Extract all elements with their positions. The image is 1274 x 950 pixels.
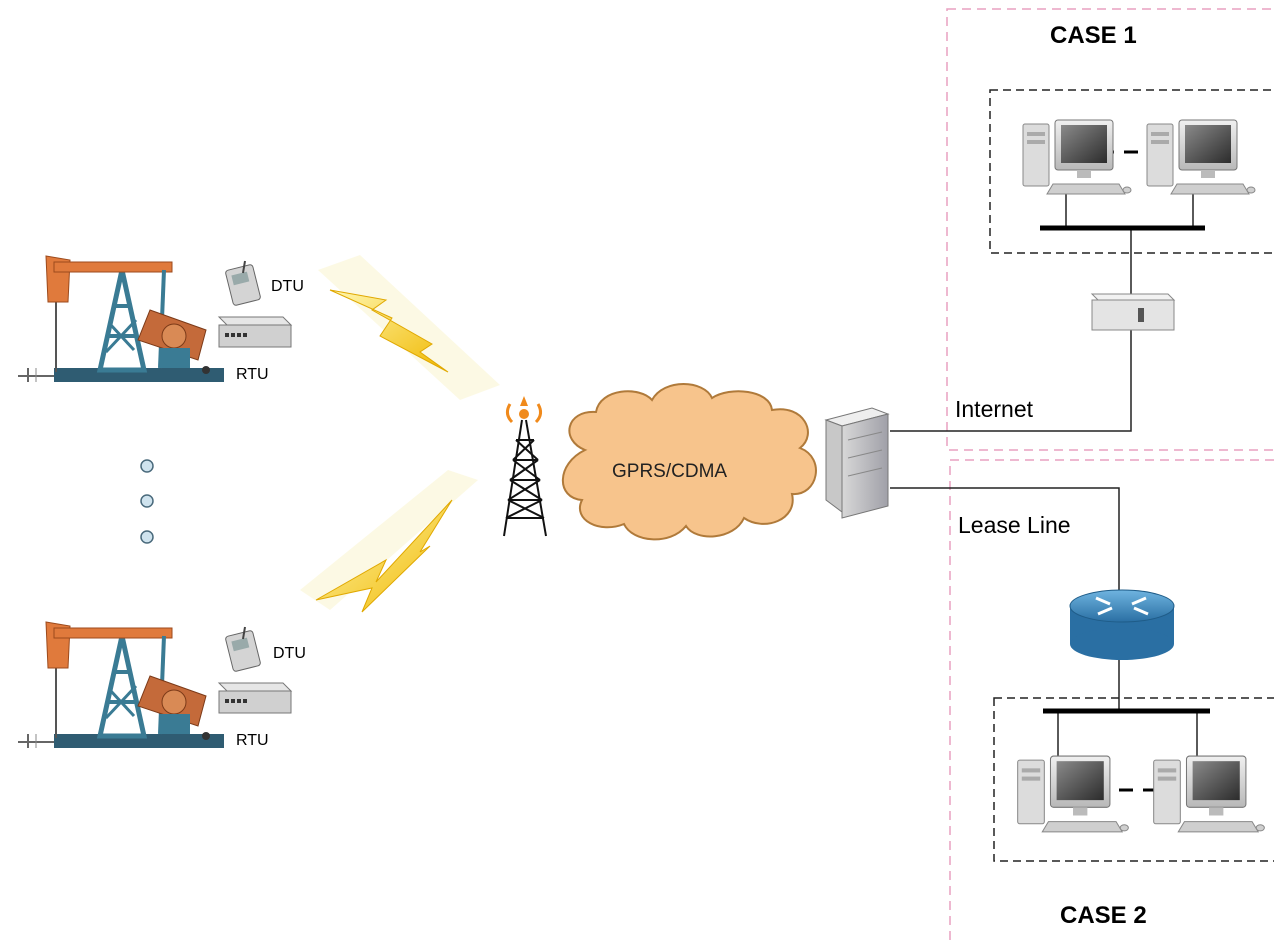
rtu-label-1: RTU [236,366,269,383]
ellipsis-dots-icon [140,459,154,544]
dtu-rtu-2-icon [217,625,293,715]
router-icon [1069,589,1175,660]
case1-title: CASE 1 [1050,22,1137,49]
case1-computer-2-icon [1146,119,1256,195]
dtu-label-2: DTU [273,645,306,662]
rtu-label-2: RTU [236,732,269,749]
gprs-cdma-cloud [561,383,817,541]
dtu-rtu-1-icon [217,259,293,349]
pump-jack-1-icon [18,256,224,382]
case2-computer-1-icon [1017,755,1129,833]
server-icon [824,407,890,519]
wireless-link-2-icon [300,470,478,613]
cell-tower-icon [503,419,547,537]
pump-jack-2-icon [18,622,224,748]
wireless-link-1-icon [318,255,500,400]
case2-title: CASE 2 [1060,902,1147,929]
antenna-signal-icon [505,396,543,424]
case2-computer-2-icon [1153,755,1265,833]
cloud-label: GPRS/CDMA [612,461,728,482]
dtu-label-1: DTU [271,278,304,295]
modem-icon [1090,293,1176,331]
case2-lan-box [993,697,1274,862]
case1-region [946,8,1274,451]
lease-line-label: Lease Line [958,512,1071,538]
case1-computer-1-icon [1022,119,1132,195]
internet-label: Internet [955,396,1033,422]
case2-region [949,459,1274,950]
case1-lan-box [989,89,1274,254]
connection-lines [890,192,1198,760]
